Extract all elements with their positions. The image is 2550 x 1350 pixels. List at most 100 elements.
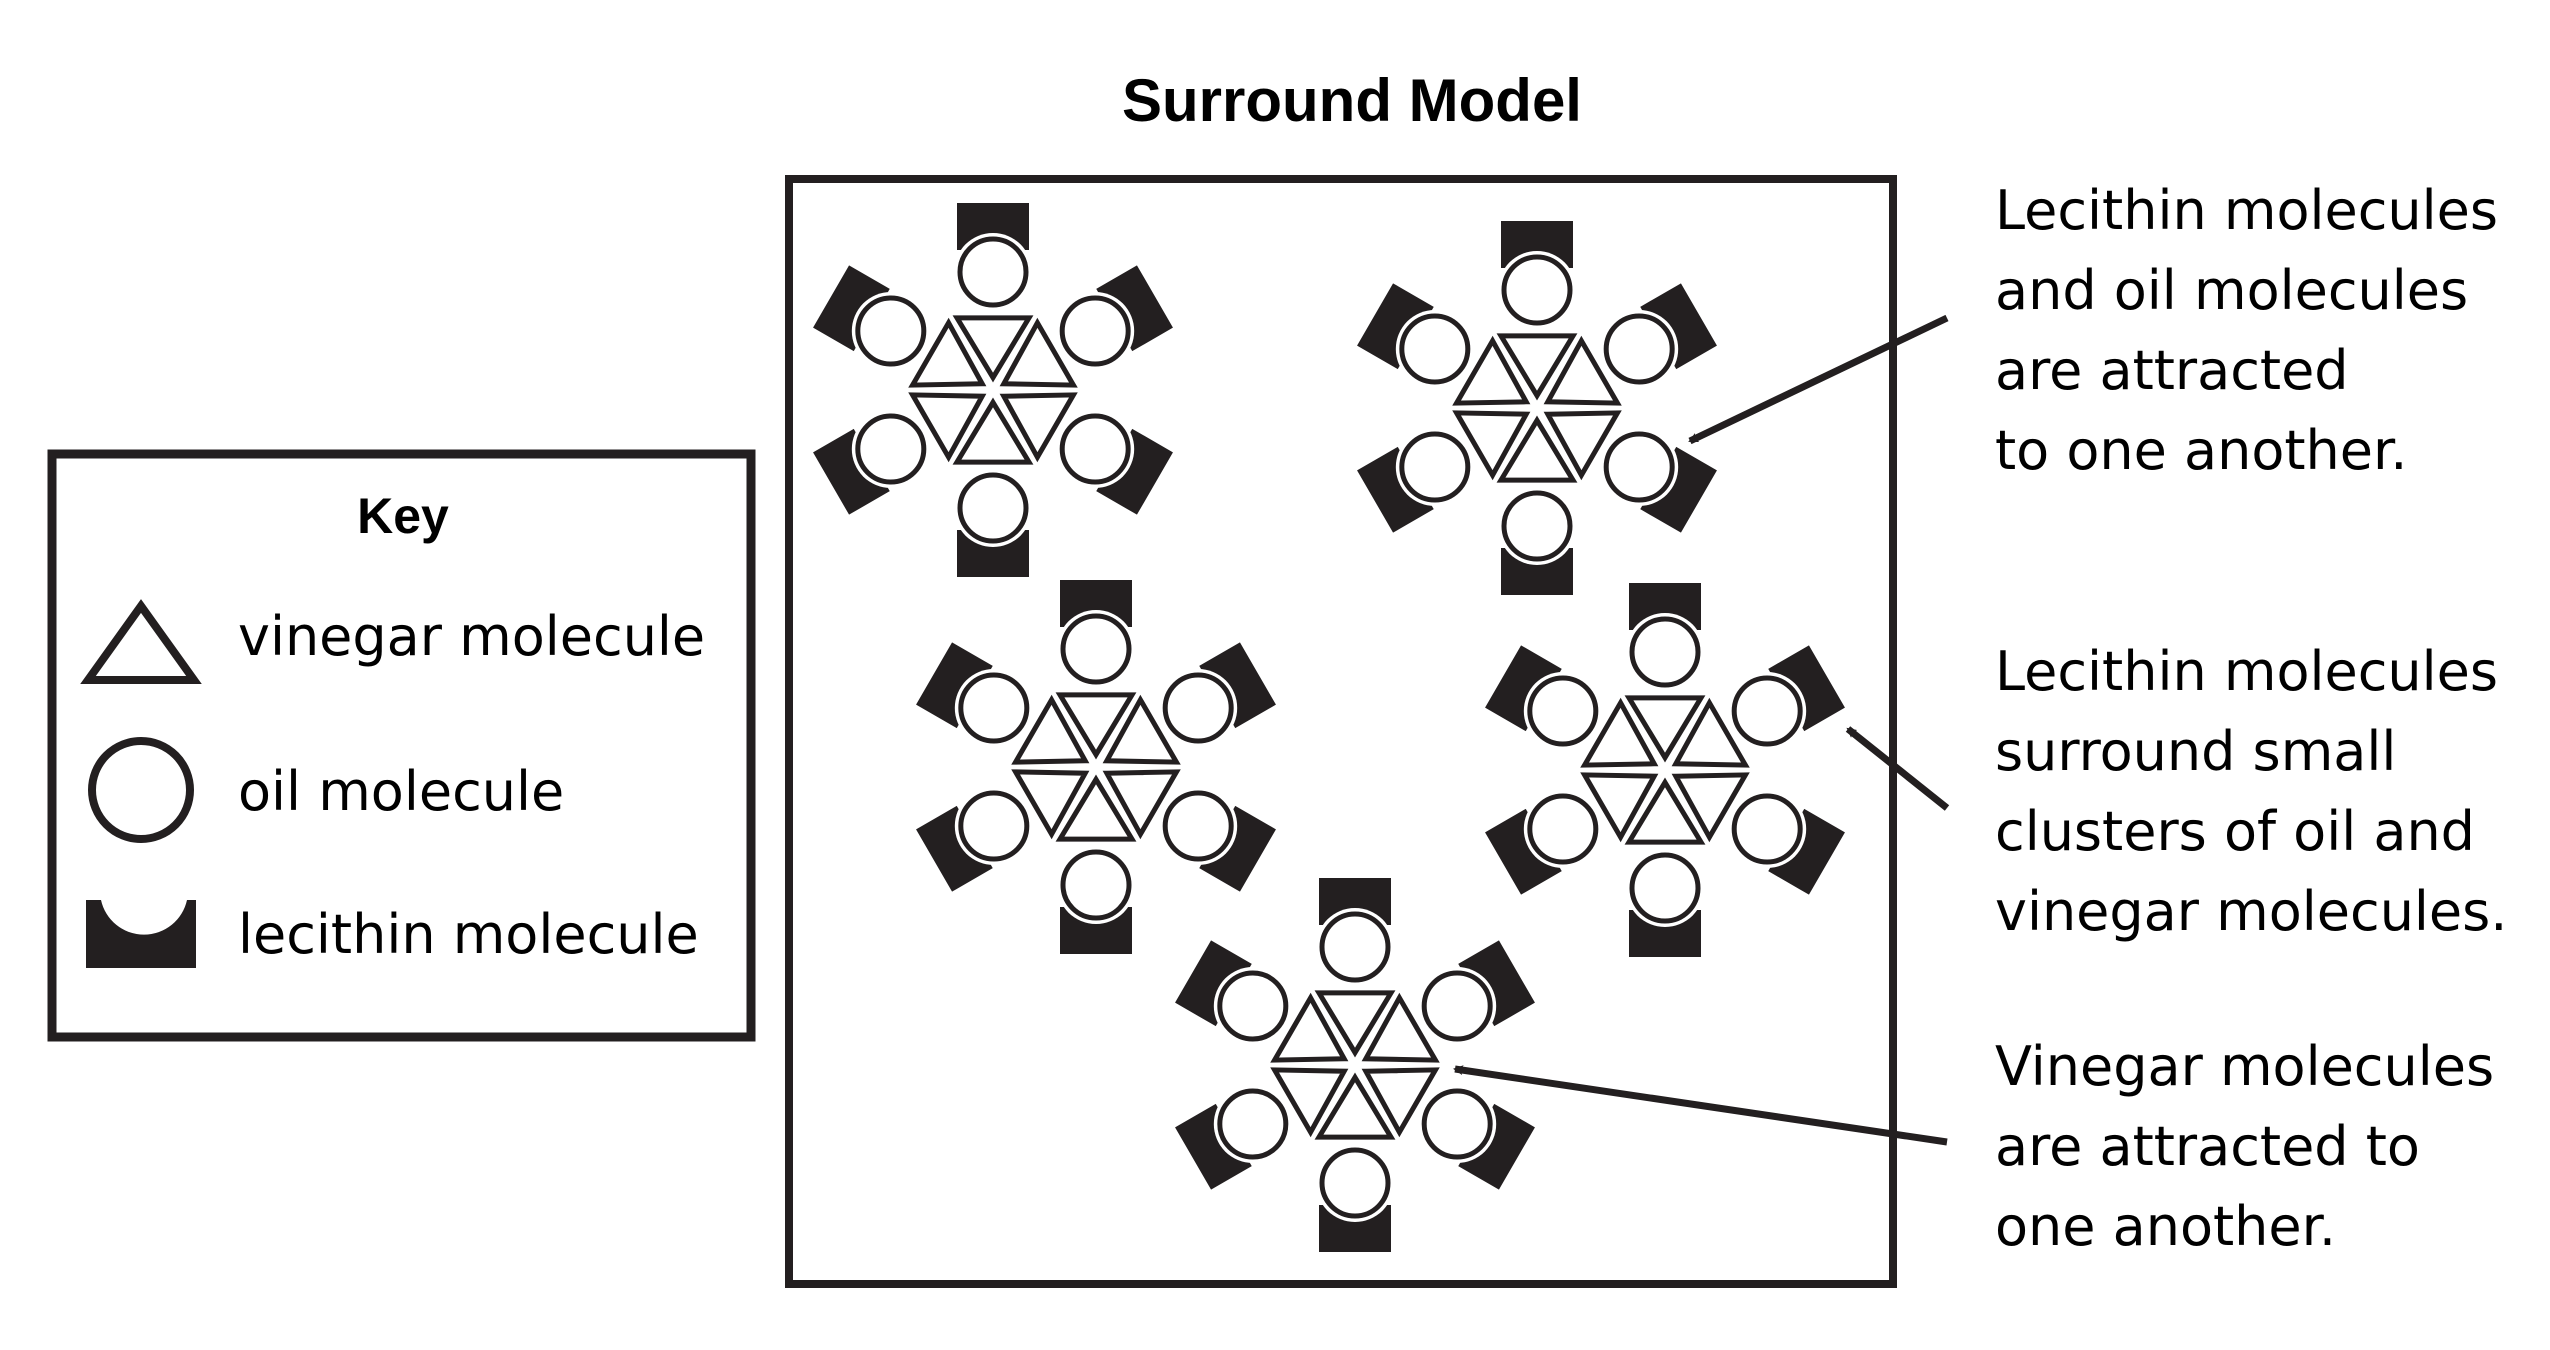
annotation-2-line-4: vinegar molecules. bbox=[1995, 880, 2507, 943]
annotation-2-line-2: surround small bbox=[1995, 720, 2396, 783]
lecithin-molecule bbox=[1458, 940, 1535, 1027]
key-label-oil: oil molecule bbox=[238, 760, 564, 823]
vinegar-molecule bbox=[1314, 990, 1396, 1058]
vinegar-molecule bbox=[1102, 694, 1181, 765]
oil-molecule bbox=[1527, 675, 1599, 747]
key-item-oil: oil molecule bbox=[88, 737, 564, 843]
vinegar-molecule bbox=[1452, 335, 1531, 406]
vinegar-molecule bbox=[1580, 697, 1659, 768]
oil-molecule bbox=[957, 472, 1029, 544]
oil-molecule bbox=[855, 295, 927, 367]
lecithin-molecule bbox=[1640, 283, 1717, 370]
oil-molecule bbox=[1162, 672, 1234, 744]
annotation-3-line-2: are attracted to bbox=[1995, 1115, 2420, 1178]
oil-molecule bbox=[1603, 431, 1675, 503]
oil-molecule bbox=[1501, 490, 1573, 562]
vinegar-molecule bbox=[908, 317, 987, 388]
vinegar-molecule bbox=[1671, 772, 1750, 843]
vinegar-molecule bbox=[1314, 1072, 1396, 1140]
molecule-cluster bbox=[916, 580, 1276, 954]
lecithin-molecule bbox=[1096, 428, 1173, 515]
lecithin-molecule bbox=[1768, 808, 1845, 895]
lecithin-molecule bbox=[1199, 805, 1276, 892]
lecithin-molecule bbox=[1458, 1103, 1535, 1190]
annotation-3-line-3: one another. bbox=[1995, 1195, 2336, 1258]
vinegar-molecule bbox=[1102, 769, 1181, 840]
key-item-lecithin: lecithin molecule bbox=[86, 900, 699, 968]
key-legend: Key vinegar molecule oil molecule lecith… bbox=[47, 449, 756, 1042]
lecithin-molecule bbox=[1357, 283, 1434, 370]
oil-molecule bbox=[1501, 254, 1573, 326]
annotation-1: Lecithin molecules and oil molecules are… bbox=[1995, 179, 2498, 482]
vinegar-molecule bbox=[1055, 774, 1137, 842]
oil-molecule bbox=[1527, 793, 1599, 865]
molecule-cluster bbox=[813, 203, 1173, 577]
annotation-2-line-3: clusters of oil and bbox=[1995, 800, 2475, 863]
lecithin-molecule bbox=[1485, 808, 1562, 895]
annotation-3-line-1: Vinegar molecules bbox=[1995, 1035, 2494, 1098]
oil-molecule bbox=[1217, 970, 1289, 1042]
vinegar-molecule bbox=[1543, 410, 1622, 481]
vinegar-molecule bbox=[1543, 335, 1622, 406]
vinegar-molecule bbox=[1361, 992, 1440, 1063]
oil-molecule bbox=[1399, 313, 1471, 385]
key-label-vinegar: vinegar molecule bbox=[238, 605, 705, 668]
lecithin-molecule bbox=[916, 805, 993, 892]
oil-molecule bbox=[1731, 793, 1803, 865]
annotation-1-line-3: are attracted bbox=[1995, 339, 2349, 402]
lecithin-molecule bbox=[1175, 1103, 1252, 1190]
lecithin-molecule bbox=[813, 428, 890, 515]
molecule-cluster bbox=[1175, 878, 1535, 1252]
vinegar-molecule bbox=[1011, 769, 1090, 840]
vinegar-molecule bbox=[1361, 1067, 1440, 1138]
key-label-lecithin: lecithin molecule bbox=[238, 903, 699, 966]
key-border bbox=[47, 449, 756, 1042]
lecithin-molecule bbox=[1768, 645, 1845, 732]
oil-molecule bbox=[1421, 1088, 1493, 1160]
oil-molecule bbox=[1421, 970, 1493, 1042]
lecithin-molecule bbox=[1175, 940, 1252, 1027]
vinegar-molecule bbox=[1496, 415, 1578, 483]
vinegar-molecule bbox=[1452, 410, 1531, 481]
diagram-title: Surround Model bbox=[1122, 67, 1582, 134]
lecithin-molecule bbox=[1199, 642, 1276, 729]
oil-molecule bbox=[855, 413, 927, 485]
oil-molecule bbox=[1629, 616, 1701, 688]
oil-molecule bbox=[1319, 1147, 1391, 1219]
annotation-2: Lecithin molecules surround small cluste… bbox=[1995, 640, 2507, 943]
vinegar-molecule bbox=[952, 397, 1034, 465]
vinegar-molecule bbox=[1270, 992, 1349, 1063]
vinegar-molecule bbox=[1624, 777, 1706, 845]
vinegar-molecule bbox=[1055, 692, 1137, 760]
arrow-vinegar-attraction bbox=[1453, 1065, 1948, 1146]
oil-molecule bbox=[1059, 413, 1131, 485]
triangle-icon bbox=[80, 599, 202, 684]
oil-molecule bbox=[1217, 1088, 1289, 1160]
annotation-arrows bbox=[1453, 314, 1950, 1146]
vinegar-molecule bbox=[1011, 694, 1090, 765]
key-item-vinegar: vinegar molecule bbox=[80, 599, 705, 684]
oil-molecule bbox=[958, 790, 1030, 862]
vinegar-molecule bbox=[952, 315, 1034, 383]
annotation-1-line-2: and oil molecules bbox=[1995, 259, 2468, 322]
lecithin-molecule bbox=[916, 642, 993, 729]
oil-molecule bbox=[958, 672, 1030, 744]
oil-molecule bbox=[1059, 295, 1131, 367]
molecule-cluster bbox=[1485, 583, 1845, 957]
vinegar-molecule bbox=[908, 392, 987, 463]
lecithin-molecule bbox=[1357, 446, 1434, 533]
vinegar-molecule bbox=[1671, 697, 1750, 768]
arrow-lecithin-surround bbox=[1845, 726, 1950, 811]
vinegar-molecule bbox=[999, 392, 1078, 463]
oil-molecule bbox=[1162, 790, 1234, 862]
oil-molecule bbox=[1603, 313, 1675, 385]
vinegar-molecule bbox=[999, 317, 1078, 388]
vinegar-molecule bbox=[1270, 1067, 1349, 1138]
annotation-1-line-1: Lecithin molecules bbox=[1995, 179, 2498, 242]
vinegar-molecule bbox=[1580, 772, 1659, 843]
oil-molecule bbox=[957, 236, 1029, 308]
vinegar-molecule bbox=[1496, 333, 1578, 401]
annotation-3: Vinegar molecules are attracted to one a… bbox=[1995, 1035, 2494, 1258]
oil-molecule bbox=[1060, 613, 1132, 685]
